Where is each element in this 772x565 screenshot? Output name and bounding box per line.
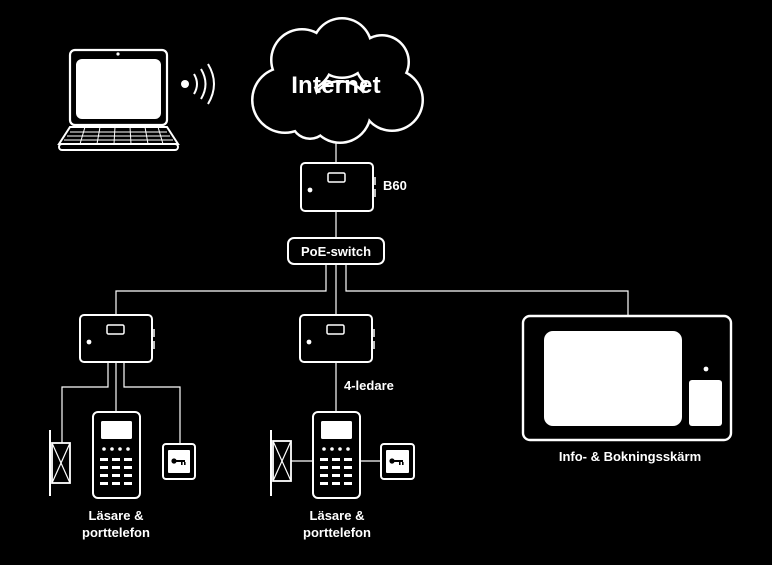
door-controller-icon bbox=[299, 314, 375, 363]
gateway-controller-icon bbox=[300, 162, 376, 212]
connection-lines bbox=[61, 138, 629, 462]
reader-keypad-icon bbox=[92, 411, 141, 499]
reader-label-line1: Läsare & bbox=[88, 508, 144, 523]
reader-label-line2: porttelefon bbox=[303, 525, 371, 540]
laptop-icon bbox=[57, 48, 180, 151]
display-label: Info- & Bokningsskärm bbox=[558, 449, 702, 464]
gateway-label: B60 bbox=[383, 178, 407, 193]
reader-label: Läsare & porttelefon bbox=[277, 507, 397, 541]
door-icon bbox=[49, 430, 71, 496]
poe-switch-label: PoE-switch bbox=[300, 243, 372, 259]
reader-label-line2: porttelefon bbox=[82, 525, 150, 540]
exit-button-icon bbox=[162, 443, 196, 480]
cloud-icon bbox=[251, 17, 424, 144]
cloud-label: Internet bbox=[291, 72, 381, 99]
poe-switch: PoE-switch bbox=[287, 237, 385, 265]
reader-label: Läsare & porttelefon bbox=[56, 507, 176, 541]
door-icon bbox=[270, 430, 292, 496]
door-controller-icon bbox=[79, 314, 155, 363]
info-screen-icon bbox=[521, 314, 733, 442]
wifi-signal-icon bbox=[181, 63, 215, 105]
reader-keypad-icon bbox=[312, 411, 361, 499]
reader-label-line1: Läsare & bbox=[309, 508, 365, 523]
wiring-label: 4-ledare bbox=[344, 378, 394, 393]
exit-button-icon bbox=[380, 443, 415, 480]
